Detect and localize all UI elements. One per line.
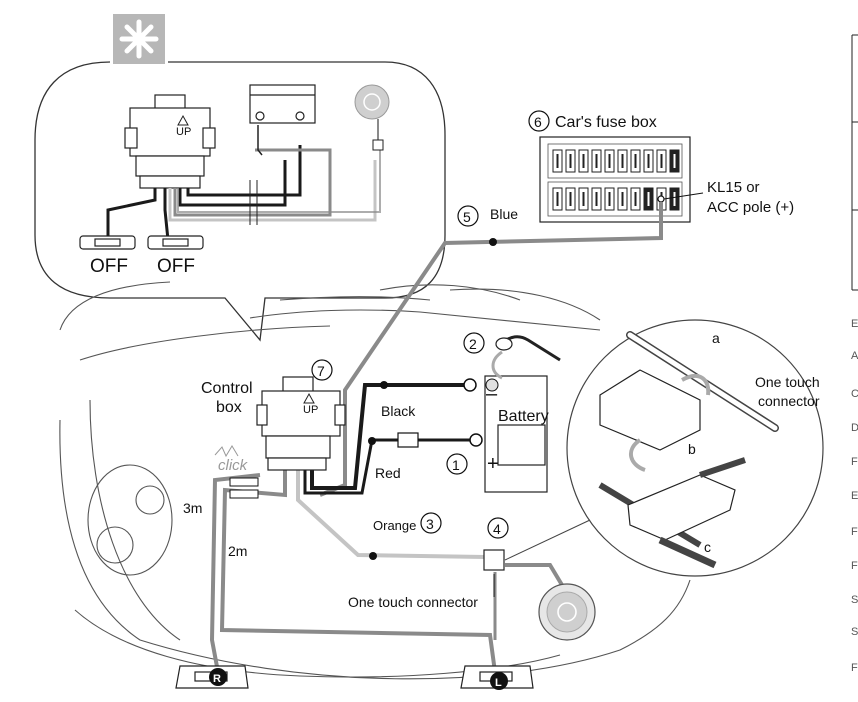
control-box-label: Control: [201, 380, 253, 397]
battery-label: Battery: [498, 408, 549, 425]
callout-1: 1: [452, 457, 460, 473]
side-letter: E: [851, 318, 858, 330]
black-wire: [310, 383, 465, 490]
side-letter: E: [851, 490, 858, 502]
one-touch-connector-small: [483, 549, 505, 571]
kl15-label: KL15 or: [707, 179, 760, 196]
callout-4: 4: [493, 521, 501, 537]
callout-2: 2: [469, 336, 477, 352]
letter-b: b: [688, 441, 696, 457]
control-box-main: [256, 376, 346, 471]
side-letter: A: [851, 350, 858, 362]
zoom-bubble: [34, 61, 446, 342]
drl-lamp-off-left: [79, 235, 136, 250]
wire-2m: [219, 470, 497, 673]
battery-terminal-icon: [495, 335, 561, 362]
one-touch-connector-right-2: connector: [758, 393, 820, 409]
callout-6: 6: [534, 114, 542, 130]
battery-icon-small: [249, 84, 316, 124]
callout-5: 5: [463, 209, 471, 225]
snowflake-logo-icon: [113, 14, 165, 64]
acc-pole-label: ACC pole (+): [707, 199, 794, 216]
battery-icon: [484, 375, 548, 493]
callout-3: 3: [426, 516, 434, 532]
click-burst-icon: [214, 445, 239, 458]
side-letter: S: [851, 626, 858, 638]
letter-c: c: [704, 539, 711, 555]
side-letter: S: [851, 594, 858, 606]
side-letter: F: [851, 560, 858, 572]
two-m-label: 2m: [228, 543, 247, 559]
lamp-r-label: R: [213, 673, 221, 685]
control-box-small: [124, 94, 216, 189]
rotate-arrow-icon: [491, 350, 503, 380]
off-label-right: OFF: [157, 256, 195, 277]
connector-detail: [598, 331, 779, 569]
control-box-label-2: box: [216, 399, 242, 416]
up-label-main: UP: [303, 404, 318, 416]
side-letter: F: [851, 526, 858, 538]
click-label: click: [218, 457, 249, 474]
off-label-left: OFF: [90, 256, 128, 277]
lamp-icon: [538, 583, 596, 641]
side-letter: F: [851, 662, 858, 674]
side-letter: D: [851, 422, 858, 434]
callout-7: 7: [317, 363, 325, 379]
red-label: Red: [375, 465, 401, 481]
orange-label: Orange: [373, 518, 416, 533]
lamp-l-label: L: [495, 677, 502, 689]
fuse-box-label: Car's fuse box: [555, 114, 657, 131]
side-frame: [851, 34, 858, 291]
three-m-label: 3m: [183, 500, 202, 516]
drl-lamp-off-right: [147, 235, 204, 250]
one-touch-connector-label: One touch connector: [348, 594, 478, 610]
black-label: Black: [381, 403, 416, 419]
blue-label: Blue: [490, 206, 518, 222]
letter-a: a: [712, 330, 720, 346]
up-label-small: UP: [176, 126, 191, 138]
side-letter: C: [851, 388, 858, 400]
side-letter: F: [851, 456, 858, 468]
lamp-icon-small: [354, 84, 390, 120]
wire-3m: [209, 473, 261, 673]
orange-wire: [296, 460, 486, 559]
battery-plus: +: [487, 453, 499, 475]
one-touch-connector-right-1: One touch: [755, 374, 820, 390]
